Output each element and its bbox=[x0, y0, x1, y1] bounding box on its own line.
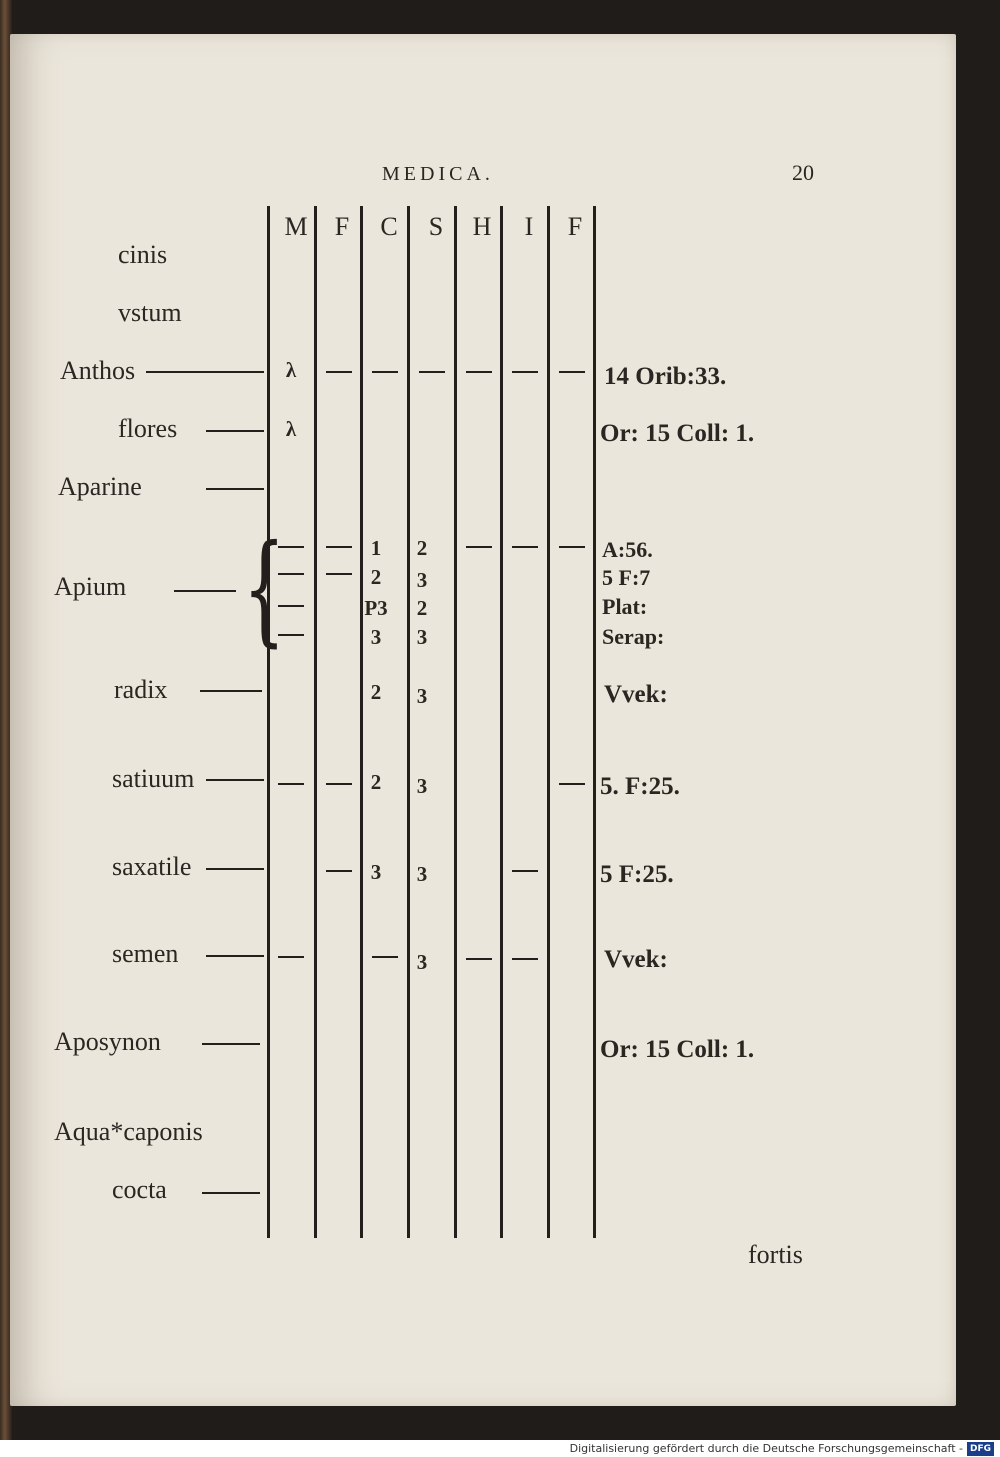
column-rule bbox=[500, 206, 503, 1238]
table-dash bbox=[559, 371, 585, 373]
cell-flores-m: λ bbox=[285, 417, 297, 441]
cell-apium3-s: 2 bbox=[416, 596, 428, 620]
column-header-i: I bbox=[524, 212, 534, 241]
footer-text: Digitalisierung gefördert durch die Deut… bbox=[569, 1442, 963, 1455]
column-rule bbox=[314, 206, 317, 1238]
table-dash bbox=[326, 870, 352, 872]
row-label-cinis: cinis bbox=[118, 240, 168, 269]
reference-apium-2: 5 F:7 bbox=[602, 565, 651, 590]
cell-satiuum-c: 2 bbox=[370, 770, 382, 794]
cell-apium2-c: 2 bbox=[370, 565, 382, 589]
running-title: MEDICA. bbox=[382, 163, 494, 185]
column-header-h: H bbox=[472, 212, 492, 241]
leader-line bbox=[174, 590, 236, 592]
reference-apium-1: A:56. bbox=[602, 537, 653, 562]
table-dash bbox=[278, 956, 304, 958]
table-dash bbox=[278, 546, 304, 548]
cell-radix-s: 3 bbox=[416, 684, 428, 708]
book-page: MEDICA. 20 M F C S H I F cinis vstum Ant… bbox=[10, 34, 956, 1406]
row-label-apium: Apium bbox=[54, 572, 127, 601]
reference-apium-4: Serap: bbox=[602, 624, 665, 649]
cell-apium4-c: 3 bbox=[370, 625, 382, 649]
table-dash bbox=[326, 573, 352, 575]
row-label-saxatile: saxatile bbox=[112, 852, 192, 881]
column-header-c: C bbox=[380, 212, 398, 241]
cell-anthos-m: λ bbox=[285, 358, 297, 382]
column-header-m: M bbox=[284, 212, 308, 241]
leader-line bbox=[206, 779, 264, 781]
table-dash bbox=[512, 371, 538, 373]
table-dash bbox=[419, 371, 445, 373]
reference-saxatile: 5 F:25. bbox=[600, 861, 674, 888]
cell-saxatile-s: 3 bbox=[416, 862, 428, 886]
row-label-flores: flores bbox=[118, 414, 178, 443]
cell-apium2-s: 3 bbox=[416, 568, 428, 592]
leader-line bbox=[206, 430, 264, 432]
column-header-f: F bbox=[334, 212, 350, 241]
cell-satiuum-s: 3 bbox=[416, 774, 428, 798]
row-label-aparine: Aparine bbox=[58, 472, 142, 501]
row-label-aposynon: Aposynon bbox=[54, 1027, 161, 1056]
row-label-aqua-caponis: Aqua*caponis bbox=[54, 1117, 203, 1146]
cell-apium1-s: 2 bbox=[416, 536, 428, 560]
cell-radix-c: 2 bbox=[370, 680, 382, 704]
book-spine bbox=[0, 0, 12, 1440]
cell-semen-s: 3 bbox=[416, 950, 428, 974]
reference-radix: Vvek: bbox=[604, 681, 668, 708]
table-dash bbox=[466, 546, 492, 548]
row-label-vstum: vstum bbox=[118, 298, 182, 327]
leader-line bbox=[146, 371, 264, 373]
column-rule bbox=[454, 206, 457, 1238]
column-rule bbox=[360, 206, 363, 1238]
table-dash bbox=[512, 870, 538, 872]
column-header-s: S bbox=[428, 212, 444, 241]
leader-line bbox=[202, 1192, 260, 1194]
row-label-satiuum: satiuum bbox=[112, 764, 195, 793]
row-label-semen: semen bbox=[112, 939, 179, 968]
table-dash bbox=[372, 371, 398, 373]
reference-semen: Vvek: bbox=[604, 946, 668, 973]
table-dash bbox=[326, 371, 352, 373]
table-dash bbox=[512, 958, 538, 960]
dfg-logo: DFG bbox=[966, 1442, 994, 1456]
cell-saxatile-c: 3 bbox=[370, 860, 382, 884]
column-rule bbox=[407, 206, 410, 1238]
catchword: fortis bbox=[748, 1240, 803, 1269]
leader-line bbox=[202, 1043, 260, 1045]
cell-apium4-s: 3 bbox=[416, 625, 428, 649]
table-dash bbox=[278, 783, 304, 785]
leader-line bbox=[200, 690, 262, 692]
reference-aposynon: Or: 15 Coll: 1. bbox=[600, 1036, 755, 1063]
table-dash bbox=[466, 958, 492, 960]
table-dash bbox=[278, 605, 304, 607]
table-dash bbox=[372, 956, 398, 958]
table-dash bbox=[559, 546, 585, 548]
table-dash bbox=[326, 783, 352, 785]
column-rule bbox=[267, 206, 270, 1238]
column-rule bbox=[547, 206, 550, 1238]
reference-anthos: 14 Orib:33. bbox=[604, 363, 727, 390]
row-label-anthos: Anthos bbox=[60, 356, 136, 385]
row-label-radix: radix bbox=[114, 675, 168, 704]
row-label-cocta: cocta bbox=[112, 1175, 167, 1204]
table-dash bbox=[326, 546, 352, 548]
table-dash bbox=[278, 573, 304, 575]
reference-apium-3: Plat: bbox=[602, 594, 648, 619]
digitization-footer: Digitalisierung gefördert durch die Deut… bbox=[0, 1440, 1000, 1457]
leader-line bbox=[206, 488, 264, 490]
table-dash bbox=[466, 371, 492, 373]
leader-line bbox=[206, 868, 264, 870]
reference-satiuum: 5. F:25. bbox=[600, 773, 680, 800]
apium-brace: { bbox=[243, 520, 286, 659]
cell-apium1-c: 1 bbox=[370, 536, 382, 560]
page-number: 20 bbox=[792, 160, 814, 185]
table-dash bbox=[559, 783, 585, 785]
cell-apium3-c: P3 bbox=[364, 596, 388, 620]
leader-line bbox=[206, 955, 264, 957]
table-dash bbox=[278, 634, 304, 636]
reference-flores: Or: 15 Coll: 1. bbox=[600, 420, 755, 447]
column-header-f2: F bbox=[567, 212, 583, 241]
table-dash bbox=[512, 546, 538, 548]
column-rule bbox=[593, 206, 596, 1238]
